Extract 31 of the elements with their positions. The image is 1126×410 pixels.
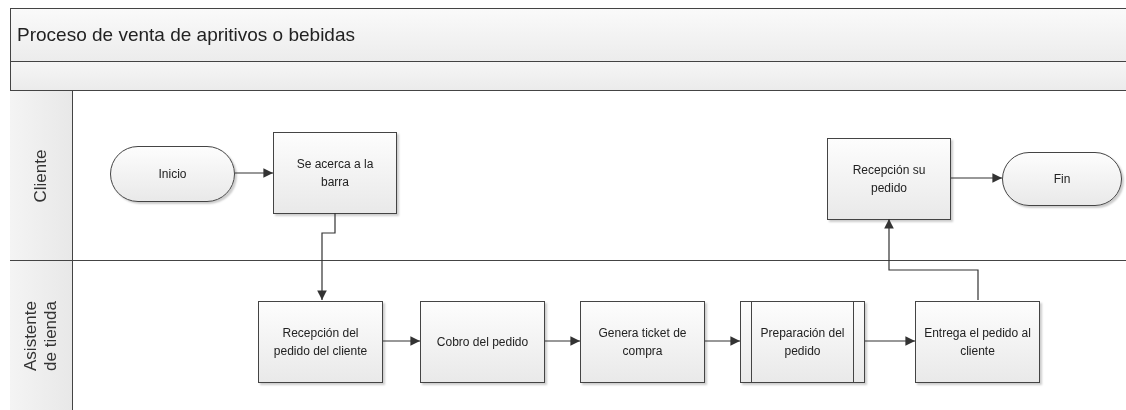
process-box [420, 301, 545, 383]
terminator-shape [1002, 152, 1122, 206]
arrow [317, 212, 336, 301]
arrow [864, 336, 916, 346]
step-label: Preparación del pedido [759, 325, 846, 360]
arrow [234, 168, 274, 178]
process-box [580, 301, 705, 383]
step-label: Inicio [158, 166, 187, 183]
arrow [884, 218, 979, 301]
process-box [827, 138, 951, 220]
swimlane [10, 260, 1126, 410]
arrow [382, 336, 421, 346]
process-box [258, 301, 383, 383]
step-label: Cobro del pedido [436, 334, 529, 351]
predefined-process-box [740, 301, 865, 383]
lane-title: Asistente de tienda [21, 300, 61, 371]
step-label: Fin [1053, 171, 1071, 188]
arrow [950, 173, 1003, 183]
process-box [915, 301, 1040, 383]
arrow [704, 336, 741, 346]
step-label: Genera ticket de compra [597, 325, 688, 360]
process-box [273, 132, 397, 214]
step-label: Entrega el pedido al cliente [924, 325, 1031, 360]
diagram-title: Proceso de venta de apritivos o bebidas [17, 22, 355, 47]
step-label: Se acerca a la barra [295, 156, 375, 191]
terminator-shape [110, 146, 235, 202]
lane-title: Cliente [31, 148, 51, 204]
step-label: Recepción del pedido del cliente [272, 325, 369, 360]
arrow [544, 336, 581, 346]
step-label: Recepción su pedido [851, 162, 927, 197]
swimlane [10, 90, 1126, 260]
